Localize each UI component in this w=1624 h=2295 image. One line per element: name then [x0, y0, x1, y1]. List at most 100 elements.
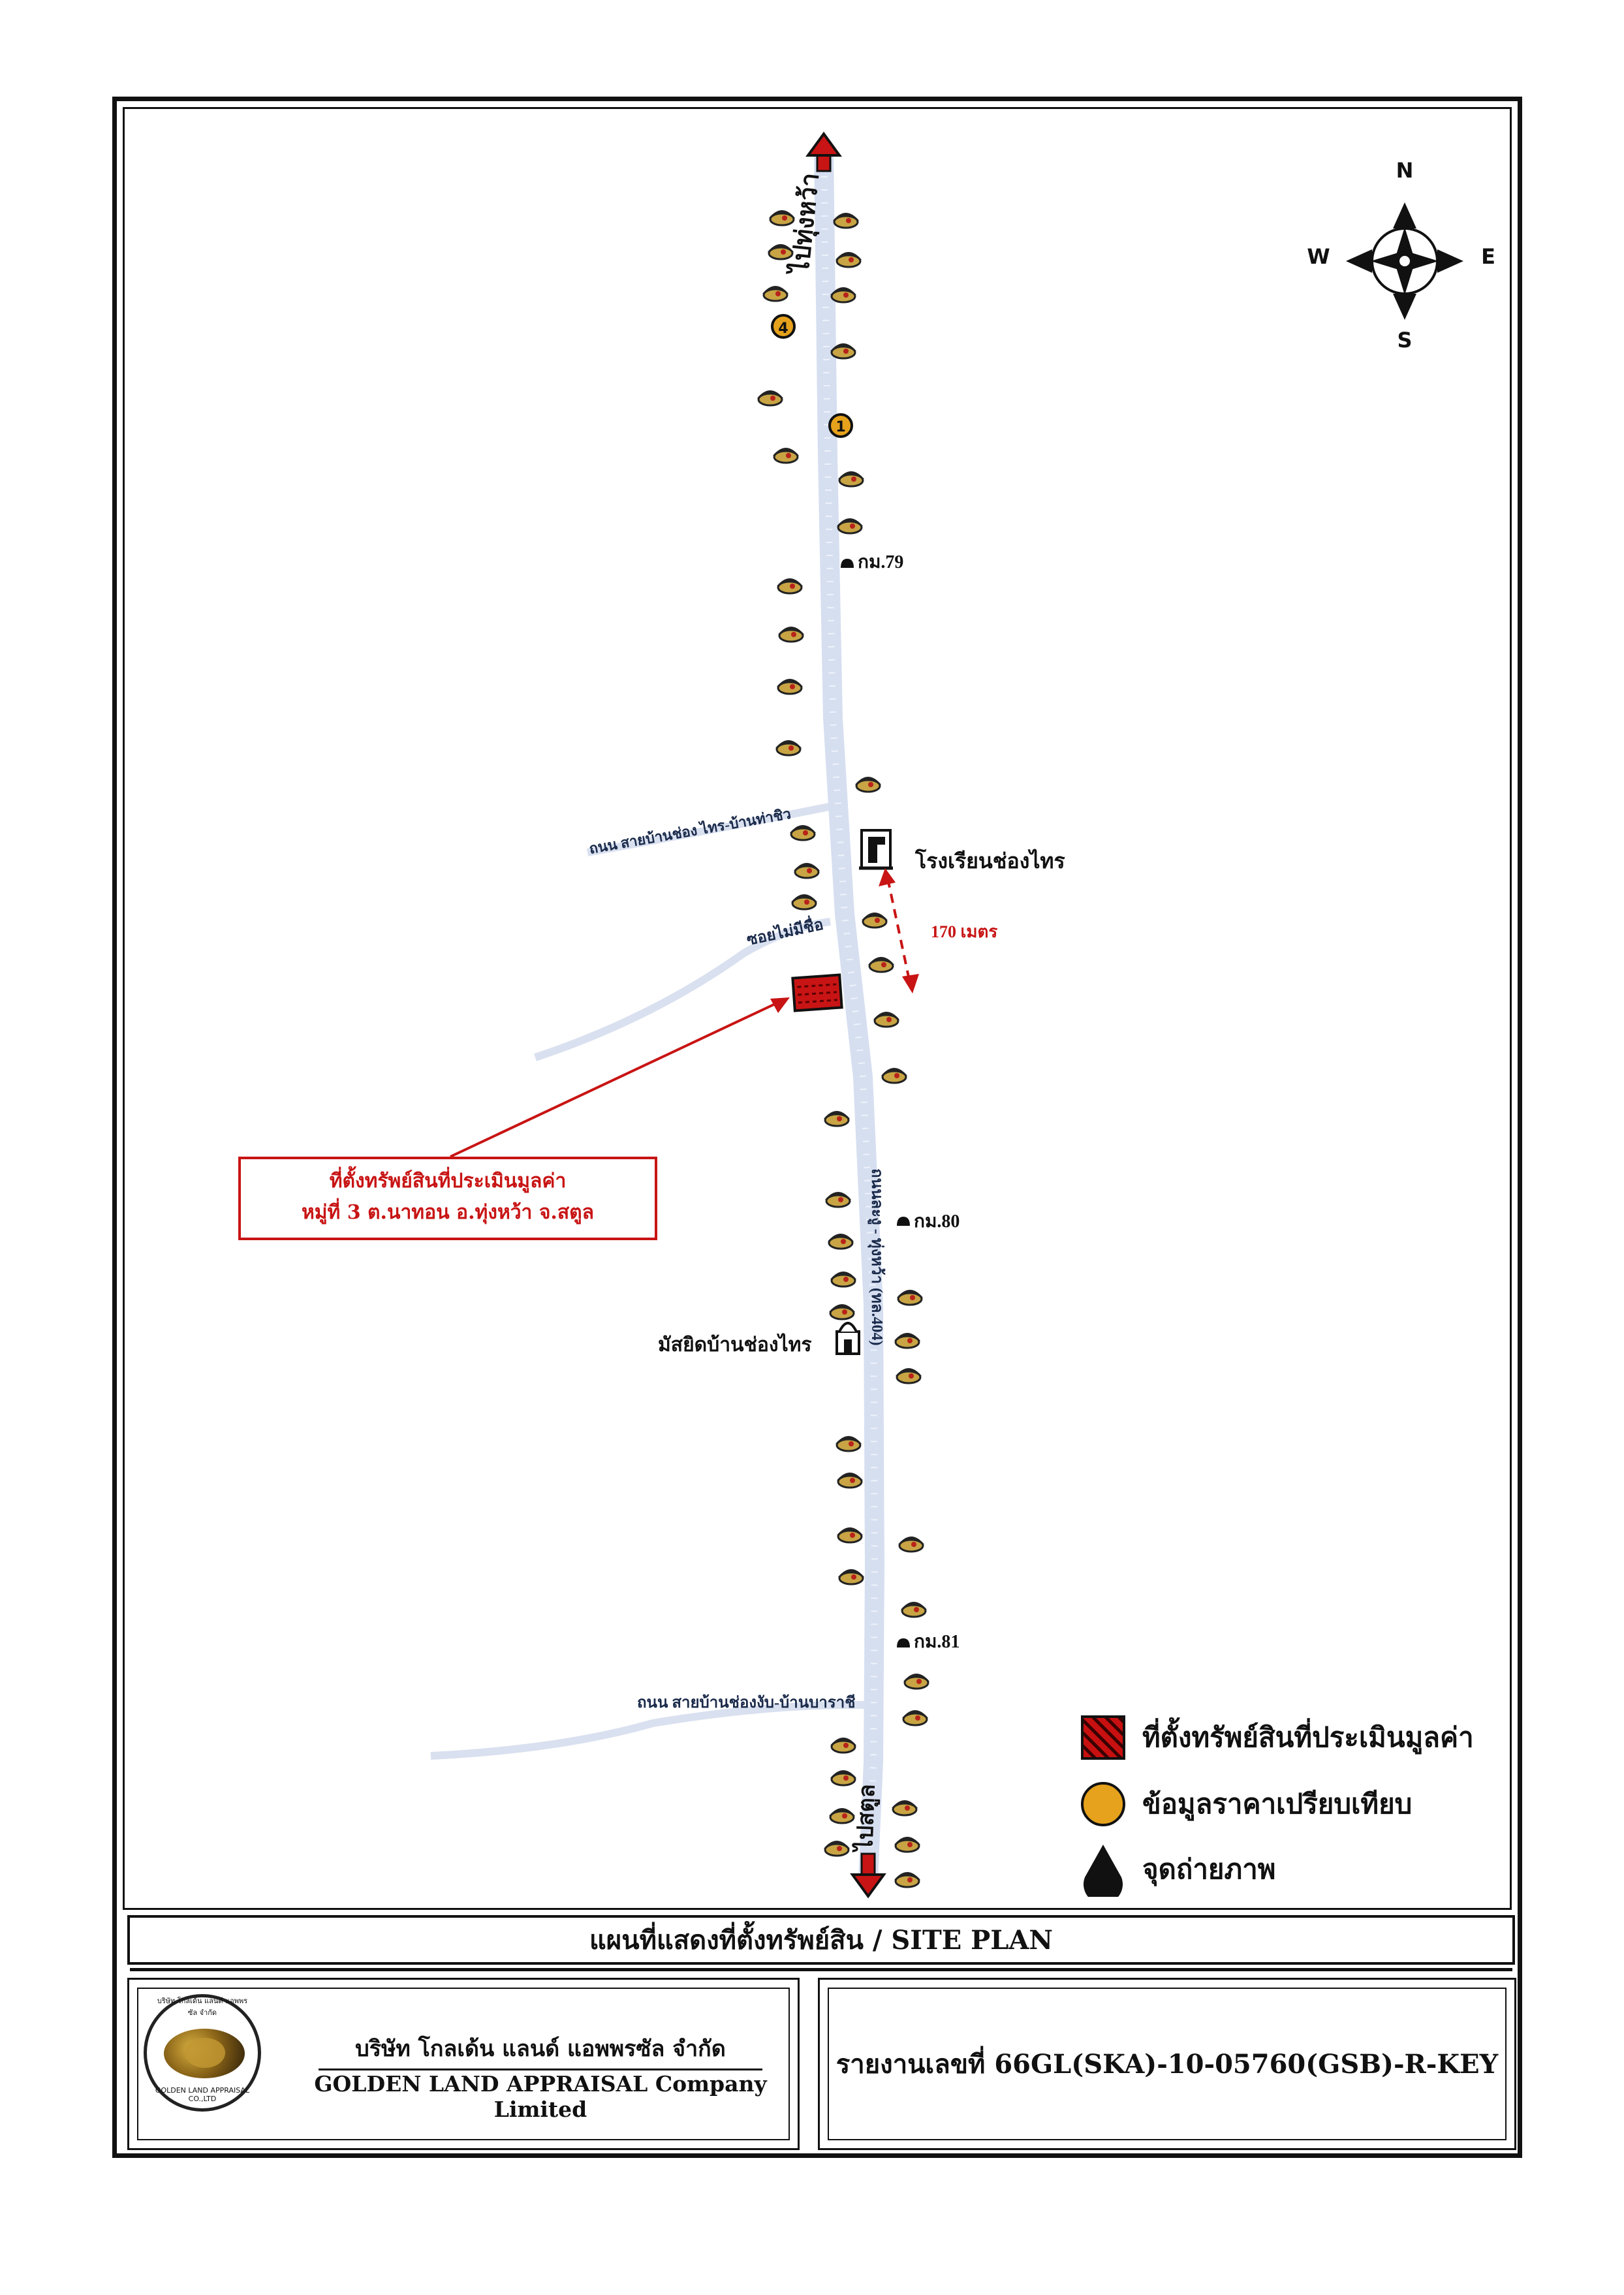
main-road-label: ถนนละงู - ทุ่งหว้า (ทล.404) — [867, 1168, 886, 1345]
house-icon — [777, 578, 803, 595]
house-icon — [829, 1304, 855, 1320]
house-icon — [825, 1192, 851, 1208]
house-icon — [828, 1234, 854, 1250]
house-icon — [833, 213, 859, 229]
svg-text:1: 1 — [835, 419, 845, 435]
page-title: แผนที่แสดงที่ตั้งทรัพย์สิน / SITE PLAN — [127, 1915, 1515, 1971]
svg-text:กม.80: กม.80 — [914, 1211, 960, 1232]
mosque-icon — [835, 1308, 860, 1355]
house-icon — [892, 1800, 918, 1817]
house-icon — [757, 390, 783, 407]
house-icon — [838, 471, 864, 488]
distance-arrow — [879, 868, 919, 993]
house-icon — [794, 863, 820, 879]
house-icon — [775, 740, 802, 757]
house-icon — [778, 627, 804, 643]
house-icon — [830, 287, 856, 304]
side-road-3-label: ถนน สายบ้านช่องงับ-บ้านบาราชี — [637, 1694, 856, 1711]
callout-line-1: ที่ตั้งทรัพย์สินที่ประเมินมูลค่า — [329, 1170, 567, 1193]
photo-point-icon — [1084, 1845, 1123, 1897]
house-icon — [773, 448, 799, 464]
house-icon — [824, 1111, 850, 1127]
legend-item-photo: จุดถ่ายภาพ — [1081, 1842, 1275, 1897]
side-road-2-label: ซอยไม่มีชื่อ — [745, 913, 825, 949]
comparable-marker-1: 1 — [828, 413, 853, 438]
km-marker-81: กม.81 — [897, 1632, 960, 1652]
house-icon — [769, 210, 795, 226]
company-name-th: บริษัท โกลเด้น แลนด์ แอพพรซัล จำกัด — [319, 2031, 762, 2070]
house-icon — [835, 1436, 862, 1452]
distance-label: 170 เมตร — [931, 922, 997, 941]
school-icon — [859, 829, 893, 870]
subject-callout: ที่ตั้งทรัพย์สินที่ประเมินมูลค่า หมู่ที่… — [238, 1157, 657, 1240]
house-icon — [902, 1710, 928, 1726]
company-logo: บริษัท โกลเด้น แลนด์ แอพพรซัล จำกัด GOLD… — [144, 1994, 261, 2112]
north-arrow-icon — [805, 131, 842, 172]
house-icon — [894, 1872, 920, 1888]
side-road-1-line — [586, 803, 830, 856]
houses-layer — [757, 210, 929, 1888]
side-road-1-label: ถนน สายบ้านช่อง ไทร-บ้านท่าชิว — [587, 805, 792, 857]
company-panel: บริษัท โกลเด้น แลนด์ แอพพรซัล จำกัด GOLD… — [127, 1978, 800, 2150]
house-icon — [868, 957, 894, 973]
svg-text:กม.81: กม.81 — [914, 1632, 960, 1652]
hatched-square-icon — [1081, 1715, 1125, 1760]
side-road-2-line — [534, 918, 831, 1061]
house-icon — [837, 1473, 863, 1489]
callout-pointer — [450, 1000, 781, 1158]
compass-n-label: N — [1396, 158, 1414, 183]
house-icon — [837, 518, 863, 535]
house-icon — [830, 1770, 856, 1787]
house-icon — [830, 1272, 856, 1288]
house-icon — [898, 1537, 924, 1553]
compass-w-label: W — [1307, 244, 1330, 269]
house-icon — [791, 894, 817, 911]
company-name-en: GOLDEN LAND APPRAISAL Company Limited — [314, 2071, 767, 2122]
house-icon — [829, 1808, 855, 1824]
house-icon — [897, 1290, 923, 1306]
house-icon — [762, 286, 789, 302]
report-number: รายงานเลขที่ 66GL(SKA)-10-05760(GSB)-R-K… — [835, 2049, 1499, 2080]
house-icon — [901, 1602, 927, 1618]
mosque-label: มัสยิดบ้านช่องไทร — [658, 1333, 812, 1356]
house-icon — [838, 1569, 864, 1585]
main-road-line — [814, 149, 884, 1881]
house-icon — [862, 913, 888, 929]
house-icon — [824, 1841, 850, 1857]
house-icon — [835, 252, 862, 268]
south-arrow-icon — [850, 1852, 886, 1899]
report-panel: รายงานเลขที่ 66GL(SKA)-10-05760(GSB)-R-K… — [818, 1978, 1516, 2150]
comparable-marker-4: 4 — [771, 314, 796, 339]
legend-item-subject: ที่ตั้งทรัพย์สินที่ประเมินมูลค่า — [1081, 1715, 1474, 1760]
house-icon — [830, 343, 856, 360]
road-to-south-label: ไปสตูล — [851, 1784, 881, 1854]
map-frame — [123, 107, 1512, 1910]
house-icon — [768, 244, 794, 260]
house-icon — [777, 679, 803, 695]
house-icon — [896, 1368, 922, 1384]
km-marker-80: กม.80 — [897, 1211, 960, 1232]
svg-text:กม.79: กม.79 — [858, 552, 903, 572]
house-icon — [873, 1012, 899, 1028]
legend-item-comparable: ข้อมูลราคาเปรียบเทียบ — [1081, 1782, 1412, 1826]
house-icon — [855, 777, 881, 793]
house-icon — [894, 1333, 920, 1349]
outer-frame — [112, 97, 1522, 2158]
compass-e-label: E — [1481, 244, 1495, 269]
compass-rose-icon — [1346, 202, 1463, 320]
callout-line-2: หมู่ที่ 3 ต.นาทอน อ.ทุ่งหว้า จ.สตูล — [301, 1201, 595, 1224]
house-icon — [894, 1837, 920, 1853]
house-icon — [903, 1674, 929, 1690]
yellow-circle-icon — [1081, 1782, 1125, 1826]
km-marker-79: กม.79 — [841, 552, 903, 572]
side-road-3-line — [430, 1700, 869, 1760]
house-icon — [830, 1738, 856, 1754]
school-label: โรงเรียนช่องไทร — [914, 849, 1065, 873]
subject-hatch — [797, 983, 837, 1004]
compass-s-label: S — [1397, 328, 1412, 352]
svg-text:4: 4 — [778, 320, 788, 337]
house-icon — [837, 1527, 863, 1544]
house-icon — [881, 1068, 907, 1084]
house-icon — [790, 825, 816, 841]
